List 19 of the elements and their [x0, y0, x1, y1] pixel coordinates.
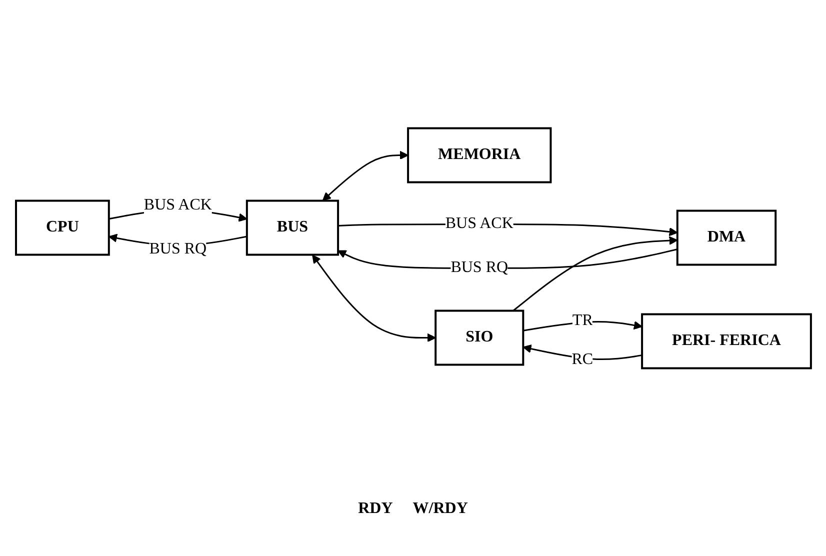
- edge-label: TR: [572, 312, 592, 329]
- edge-label: BUS ACK: [444, 215, 513, 232]
- arrow: [322, 150, 408, 201]
- edge-label: BUS RQ: [450, 259, 508, 276]
- signal-label: W/RDY: [412, 500, 468, 518]
- arrow: [522, 344, 642, 360]
- node-box: DMA: [676, 210, 776, 266]
- arrow: [512, 236, 678, 312]
- edge-label: BUS ACK: [143, 196, 212, 214]
- node-box: MEMORIA: [406, 127, 552, 184]
- node-box: SIO: [434, 310, 524, 366]
- signal-label: RDY: [358, 500, 393, 518]
- arrow: [522, 320, 642, 332]
- node-box: PERI- FERICA: [640, 313, 812, 370]
- arrow: [312, 254, 436, 342]
- edge-label: BUS RQ: [148, 240, 206, 258]
- node-box: BUS: [245, 200, 339, 256]
- node-box: CPU: [14, 200, 110, 256]
- edge-label: RC: [571, 350, 593, 368]
